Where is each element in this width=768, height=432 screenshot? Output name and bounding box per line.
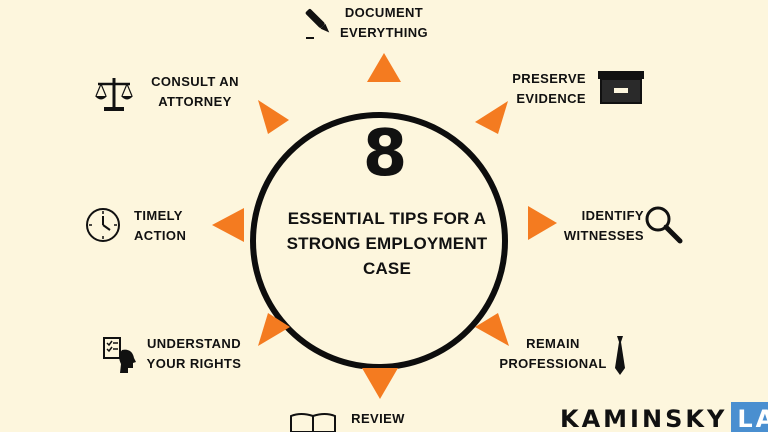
center-circle <box>250 112 508 370</box>
arrow-left <box>212 208 244 242</box>
tip-remain-professional: REMAIN PROFESSIONAL <box>499 336 607 371</box>
tip-consult-an-attorney: CONSULT AN ATTORNEY <box>151 74 239 109</box>
arrow-right <box>528 206 557 240</box>
necktie-icon <box>615 336 625 375</box>
arrow-top <box>367 53 401 82</box>
arrow-bottom <box>362 368 398 399</box>
tips-count: 8 <box>362 117 408 191</box>
arrow-bottom-left <box>258 313 290 346</box>
arrow-top-left <box>258 100 289 134</box>
tip-understand-your-rights: UNDERSTAND YOUR RIGHTS <box>146 336 242 371</box>
tip-document-everything: DOCUMENT EVERYTHING <box>339 5 429 40</box>
brand-logo: KAMINSKYLAW <box>560 402 768 432</box>
scales-icon <box>95 78 133 111</box>
clock-icon <box>86 208 120 242</box>
evidence-box-icon <box>598 71 644 104</box>
arrow-bottom-right <box>475 313 509 346</box>
book-icon <box>290 413 336 432</box>
magnifier-icon <box>645 206 683 244</box>
checklist-head-icon <box>103 337 136 373</box>
tip-identify-witnesses: IDENTIFY WITNESSES <box>563 208 644 243</box>
brand-name-part1: KAMINSKY <box>560 405 728 432</box>
brand-name-part2: LAW <box>731 402 768 432</box>
pen-icon <box>305 8 330 39</box>
tip-timely-action: TIMELY ACTION <box>134 208 187 243</box>
center-title: ESSENTIAL TIPS FOR A STRONG EMPLOYMENT C… <box>286 209 488 278</box>
arrow-top-right <box>475 101 508 134</box>
tip-preserve-evidence: PRESERVE EVIDENCE <box>512 71 586 106</box>
tip-review: REVIEW <box>351 411 405 426</box>
